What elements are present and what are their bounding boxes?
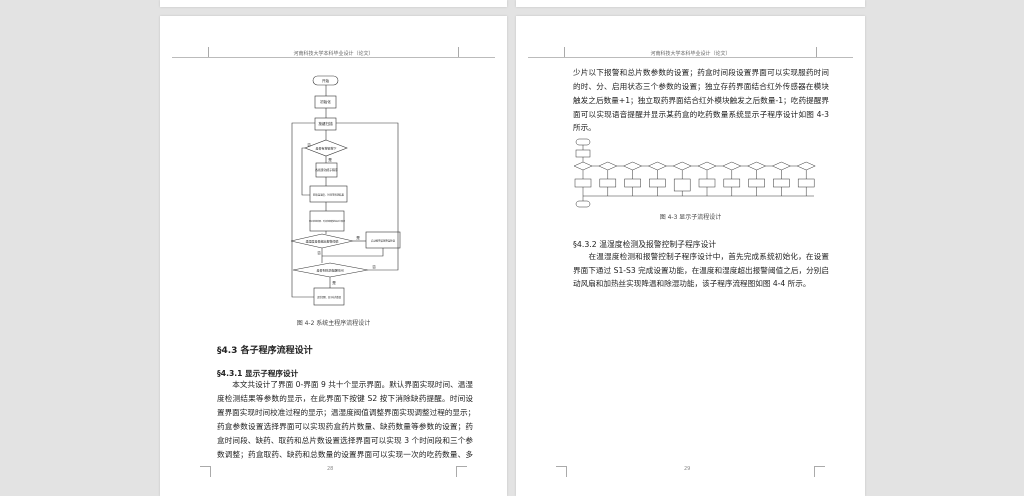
corner-mark <box>456 466 467 477</box>
paragraph-line: 置界面实现时间校准过程的显示；温湿度阀值调整界面实现调整过程的显示； <box>217 408 476 417</box>
flow-decision <box>697 161 717 171</box>
flow-decision <box>647 161 668 171</box>
flow-node-scan <box>314 117 337 131</box>
corner-mark <box>458 47 459 57</box>
flow-label-yes: 是 <box>356 235 360 240</box>
section-heading: §4.3 各子程序流程设计 <box>217 346 313 356</box>
flow-process-box <box>773 178 790 188</box>
flow-label: 获取温湿度、时间等检测结果 <box>313 193 345 197</box>
flow-label-no: 否 <box>372 265 376 269</box>
flow-label: 按键扫描 <box>318 121 333 126</box>
paragraph-line: 界面下通过 S1-S3 完成设置功能，在温度和湿度超出报警阈值之后，分别启 <box>573 266 829 275</box>
flow-process-box <box>574 178 592 188</box>
paragraph-line: 药盒参数设置选择界面可以实现药盒药片数量、缺药数量等参数的设置；药 <box>217 422 473 431</box>
page-header: 河南科技大学本科毕业设计（论文） <box>650 51 731 57</box>
paragraph-line: 数调整；药盒取药、缺药和总数量的设置界面可以实现一次的吃药数量、多 <box>217 450 473 459</box>
flow-process-box <box>673 178 691 192</box>
flow-process-box <box>649 178 666 188</box>
page-header: 河南科技大学本科毕业设计（论文） <box>293 51 374 57</box>
flow-label: 是否到吃药提醒时间 <box>316 268 343 273</box>
figure-caption: 图 4-2 系统主程序流程设计 <box>296 320 371 327</box>
flow-decision <box>672 161 692 171</box>
paragraph-line: 少片以下报警和总片数参数的设置；药盒时间段设置界面可以实现服药时间 <box>573 68 829 77</box>
flow-decision <box>622 161 643 171</box>
flow-node-key-sub <box>315 162 338 178</box>
page-number: 28 <box>327 466 334 472</box>
flow-label: 语音提醒、显示吃药数量 <box>317 295 342 299</box>
flow-decision <box>746 161 767 171</box>
flow-label: 启动报警装置降温除湿 <box>371 239 396 243</box>
flow-label: 开始 <box>322 78 330 83</box>
header-rule <box>172 57 495 58</box>
flow-decision <box>796 161 816 171</box>
corner-mark <box>556 466 567 477</box>
paragraph-line: 的时、分、启用状态三个参数的设置；独立存药界面结合红外传感器在模块 <box>573 82 829 91</box>
paragraph-line: 本文共设计了界面 0-界面 9 共十个显示界面。默认界面实现时间、温湿 <box>217 380 473 389</box>
flow-node-display <box>309 210 345 232</box>
flow-label: 是否有按键按下 <box>315 146 336 151</box>
flow-node-start <box>575 138 591 146</box>
flow-label: 初始化 <box>320 99 331 104</box>
flow-process-box <box>748 178 765 188</box>
flow-node-start <box>312 75 339 86</box>
figure-caption: 图 4-3 显示子流程设计 <box>659 214 722 221</box>
paragraph-line: 所示。 <box>573 123 596 132</box>
display-subprogram-flowchart <box>573 138 816 208</box>
flow-process-box <box>797 178 815 188</box>
page-28: 河南科技大学本科毕业设计（论文） <box>160 16 507 496</box>
flow-label: 显示检测结果、时间和智能药盒运行情况 <box>309 219 345 223</box>
flow-decision <box>598 161 618 171</box>
flow-process-box <box>723 178 741 188</box>
corner-mark <box>208 47 209 57</box>
flow-label: 各按键功能子程序 <box>315 168 338 172</box>
corner-mark <box>200 466 211 477</box>
flow-node-init <box>314 95 337 109</box>
subsection-heading: §4.3.1 显示子程序设计 <box>217 369 299 378</box>
flow-decision <box>771 161 792 171</box>
flow-process-box <box>599 178 617 188</box>
paragraph-line: 动风扇和加热丝实现降温和除湿功能，该子程序流程图如图 4-4 所示。 <box>573 279 811 288</box>
corner-mark <box>814 466 825 477</box>
flow-label-no: 否 <box>307 143 311 147</box>
flow-label-yes: 是 <box>332 280 336 285</box>
flow-process-box <box>624 178 641 188</box>
previous-page-right <box>516 0 865 7</box>
flow-node-end <box>575 200 591 208</box>
flow-label-yes: 是 <box>328 157 332 162</box>
page-29: 河南科技大学本科毕业设计（论文） 少片以下报警和总片数参数的设置；药盒时间段设置… <box>516 16 865 496</box>
paragraph-line: 盒时间段、缺药、取药和总片数设置选择界面可以实现 3 个时间段和三个参 <box>217 436 473 445</box>
flow-node-remind <box>313 287 345 306</box>
flow-label-no: 否 <box>317 251 321 255</box>
paragraph-line: 触发之后数量+1；独立取药界面结合红外模块触发之后数量-1；吃药提醒界 <box>573 96 829 105</box>
flow-decision <box>573 161 593 171</box>
paragraph-line: 面可以实现语音提醒并显示某药盒的吃药数量系统显示子程序设计如图 4-3 <box>573 110 829 119</box>
flow-label: 温湿度是否超出报警阈值 <box>305 239 338 244</box>
main-program-flowchart: 开始 初始化 按键扫描 是否有按键按下 各按键功能子程序 获取温湿度、时间等检测… <box>290 75 401 306</box>
flow-node-init <box>575 149 591 158</box>
corner-mark <box>564 47 565 57</box>
previous-page-left <box>160 0 507 7</box>
subsection-heading: §4.3.2 温湿度检测及报警控制子程序设计 <box>573 240 717 249</box>
paragraph-line: 度检测结果等参数的显示，在此界面下按键 S2 按下消除缺药提醒。时间设 <box>217 394 473 403</box>
paragraph-line: 在温湿度检测和报警控制子程序设计中，首先完成系统初始化，在设置 <box>573 252 829 261</box>
flow-node-acquire <box>309 185 348 203</box>
header-rule <box>528 57 853 58</box>
flow-process-box <box>698 178 716 188</box>
corner-mark <box>816 47 817 57</box>
flow-decision <box>722 161 742 171</box>
page-number: 29 <box>684 466 691 472</box>
